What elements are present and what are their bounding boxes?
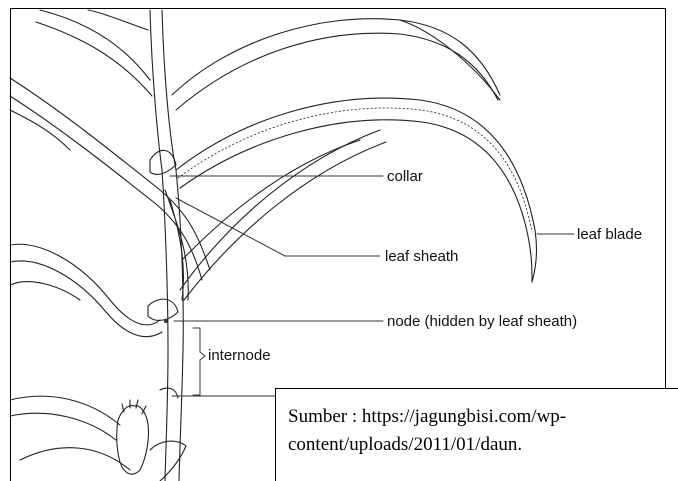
source-caption-box: Sumber : https://jagungbisi.com/wp-conte… [275, 388, 678, 481]
lower-node-wrap [160, 388, 178, 398]
leaf-blade-outline [176, 98, 536, 282]
label-leaf-sheath: leaf sheath [385, 249, 458, 264]
upper-right-leaf [172, 19, 500, 110]
label-collar: collar [387, 169, 423, 184]
source-caption: Sumber : https://jagungbisi.com/wp-conte… [288, 403, 668, 459]
lower-left-leaf [10, 244, 162, 336]
upper-right-leaf-tip [400, 20, 500, 100]
lower-left-leaf-4 [20, 448, 130, 470]
leaf-blade-midrib [178, 108, 532, 232]
ear-husk [150, 441, 186, 481]
upper-left-leaf [36, 10, 152, 96]
upper-left-leaf-2 [88, 10, 148, 30]
collar-wrap [150, 150, 176, 174]
stalk-edge [162, 10, 183, 481]
internode-brace [193, 328, 205, 395]
label-internode: internode [208, 348, 271, 363]
label-node-hidden: node (hidden by leaf sheath) [387, 314, 577, 329]
node-dot [164, 319, 168, 323]
left-long-leaf [10, 78, 210, 280]
lower-left-leaf-2 [10, 282, 80, 300]
lower-left-leaf-3 [10, 396, 120, 440]
label-leaf-blade: leaf blade [577, 227, 642, 242]
ear-silk [122, 400, 146, 414]
node-wrap [148, 299, 178, 320]
middle-right-leaf [180, 130, 386, 300]
